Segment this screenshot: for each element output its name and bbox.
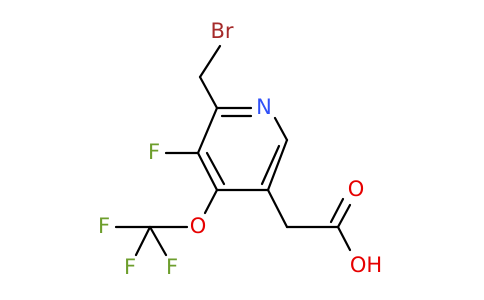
bond-c6-c5-inner <box>260 144 281 186</box>
atom-f3: F <box>166 255 178 279</box>
bond-br-ch2 <box>198 44 222 79</box>
bond-ch2-c2 <box>198 75 219 110</box>
bond-c5-ch2 <box>266 188 289 229</box>
atom-br: Br <box>210 19 233 43</box>
bond-cf3-f2 <box>134 225 152 257</box>
bond-c-o-double-2 <box>329 197 345 224</box>
bonds <box>114 44 352 257</box>
atom-o-carbonyl: O <box>348 177 365 201</box>
atom-f2: F <box>124 255 136 279</box>
bond-n-c6 <box>273 116 289 142</box>
bond-cf3-f3 <box>148 225 168 257</box>
atom-f-ring: F <box>148 140 160 164</box>
bond-c6-c5 <box>266 138 289 192</box>
bond-c4-c3-inner <box>205 151 226 186</box>
atom-f1: F <box>98 214 110 238</box>
bond-c4-c3 <box>196 151 219 192</box>
atom-o-ether: O <box>190 214 207 238</box>
bond-c-oh <box>336 225 352 252</box>
bond-c4-o <box>203 188 219 215</box>
atom-labels: Br N F O F F F O OH <box>98 19 382 279</box>
atom-n: N <box>256 95 272 119</box>
bond-c3-c2 <box>196 106 219 155</box>
bond-c-o-double <box>336 203 352 229</box>
atom-oh: OH <box>350 253 382 277</box>
